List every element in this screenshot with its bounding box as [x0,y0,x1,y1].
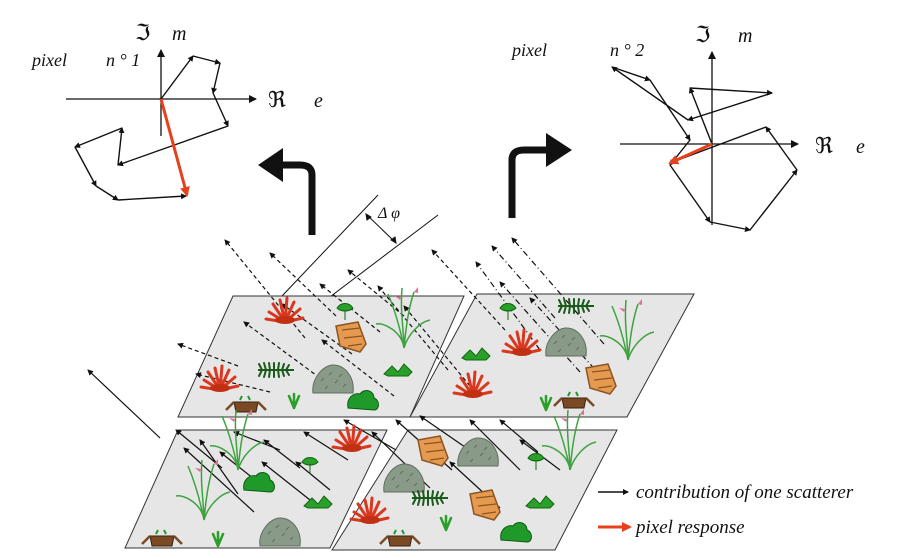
phasor-panel-1: pixel n ° 1 ℑ m ℜ e [30,21,323,201]
real-suffix-1: e [314,90,323,112]
imag-suffix-2: m [738,25,752,47]
legend: contribution of one scatterer pixel resp… [598,482,854,538]
legend-scatterer-label: contribution of one scatterer [636,482,854,503]
imag-symbol-2: ℑ [695,23,710,48]
real-symbol-2: ℜ [815,134,833,159]
pixel-number-1: n ° 1 [106,50,140,70]
pixel-label-2: pixel [510,40,547,60]
pixel-label-1: pixel [30,50,67,70]
pixel-tiles [124,293,695,551]
scatterer-chain-1 [74,55,229,201]
phasor-panel-2: pixel n ° 2 ℑ m ℜ e [510,23,865,232]
imag-suffix-1: m [172,23,186,45]
pixel-response-vector-1 [159,98,190,197]
imag-symbol-1: ℑ [135,21,150,46]
pixel-response-vector-2 [668,142,713,165]
phase-difference-label: Δ φ [377,205,400,222]
curved-arrow-left-icon [258,148,316,235]
pixel-number-2: n ° 2 [610,40,644,60]
real-symbol-1: ℜ [268,88,286,113]
phase-difference-marker [281,194,439,307]
legend-response-label: pixel response [634,517,745,538]
real-suffix-2: e [856,136,865,158]
curved-arrow-right-icon [508,133,572,218]
